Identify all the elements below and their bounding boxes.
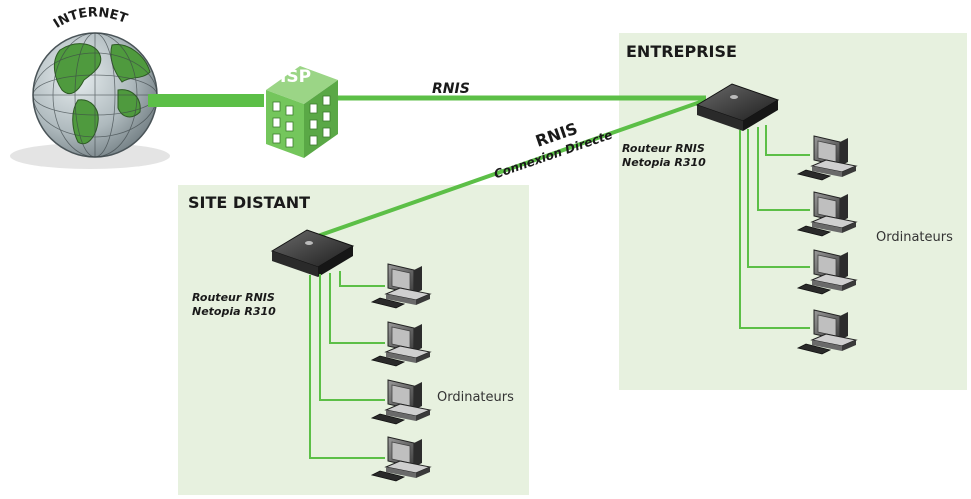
isp-label: ISP — [280, 67, 311, 87]
computer-icon — [370, 379, 432, 425]
site-distant-cables — [309, 271, 385, 459]
internet-label: INTERNET — [51, 5, 129, 31]
computer-icon — [370, 263, 432, 309]
entreprise-computers-label: Ordinateurs — [876, 230, 953, 245]
computer-icon — [370, 436, 432, 482]
site-distant-router-line1: Routeur RNIS — [192, 291, 275, 304]
computer-icon — [796, 191, 858, 237]
entreprise-cables — [739, 125, 810, 329]
site-distant-panel — [178, 185, 529, 495]
entreprise-router-line2: Netopia R310 — [622, 156, 706, 169]
computer-icon — [796, 135, 858, 181]
computer-icon — [796, 249, 858, 295]
computer-icon — [370, 321, 432, 367]
entreprise-computers — [796, 135, 858, 355]
site-distant-router-line2: Netopia R310 — [192, 305, 276, 318]
direct-connection-link — [311, 98, 707, 240]
site-distant-title: SITE DISTANT — [188, 193, 310, 212]
computer-icon — [796, 309, 858, 355]
site-distant-router — [270, 229, 355, 277]
entreprise-title: ENTREPRISE — [626, 42, 737, 61]
entreprise-panel — [619, 33, 967, 390]
rnis-link-label: RNIS — [432, 81, 470, 97]
internet-globe — [10, 32, 170, 169]
entreprise-router-line1: Routeur RNIS — [622, 142, 705, 155]
isp-building — [266, 66, 338, 158]
entreprise-router — [695, 83, 780, 131]
internet-isp-link — [148, 94, 264, 107]
site-distant-computers — [370, 263, 432, 482]
site-distant-computers-label: Ordinateurs — [437, 390, 514, 405]
